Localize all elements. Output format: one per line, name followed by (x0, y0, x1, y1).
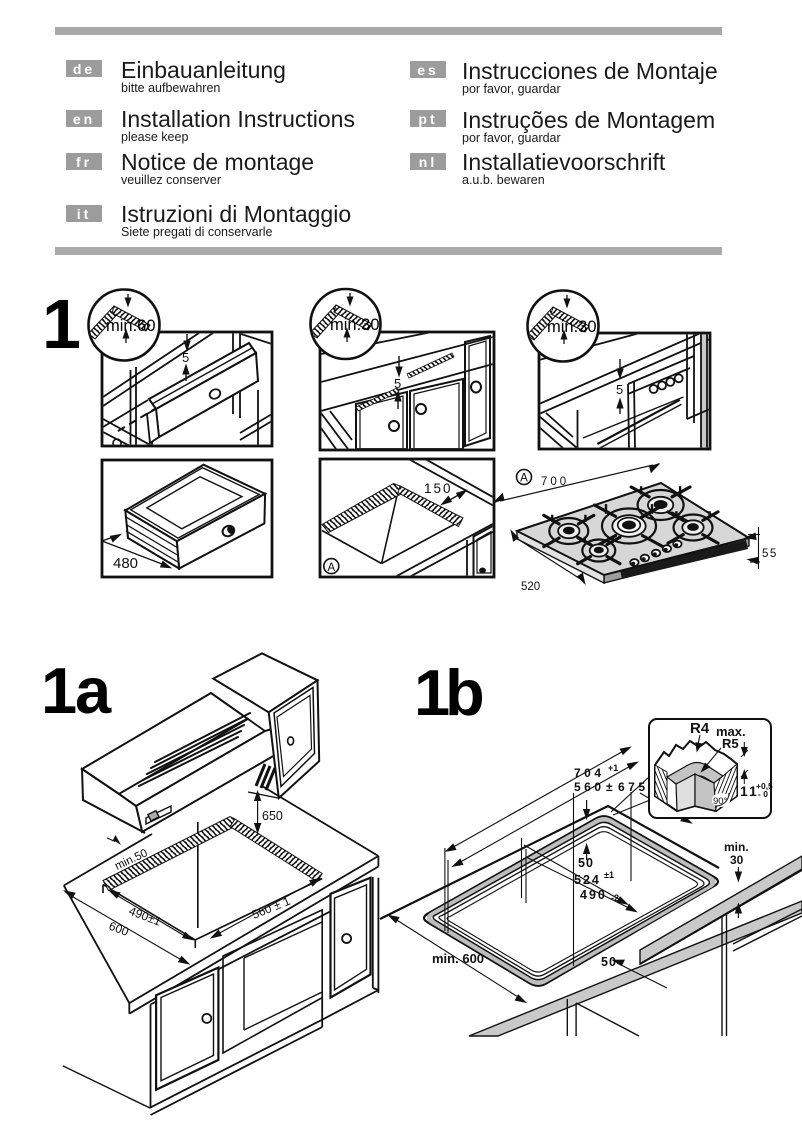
svg-text:it: it (77, 206, 92, 222)
svg-text:700: 700 (541, 476, 569, 488)
svg-text:Istruzioni di Montaggio: Istruzioni di Montaggio (121, 201, 351, 227)
svg-text:de: de (73, 61, 95, 77)
svg-text:90°: 90° (713, 796, 728, 807)
svg-text:30: 30 (730, 853, 744, 867)
svg-text:A: A (327, 562, 335, 574)
svg-text:524: 524 (574, 873, 601, 887)
svg-text:max.: max. (716, 724, 746, 739)
svg-text:Instruções de Montagem: Instruções de Montagem (462, 107, 715, 133)
svg-text:50: 50 (578, 856, 594, 870)
svg-text:1: 1 (42, 285, 81, 363)
svg-text:Siete pregati di conservarle: Siete pregati di conservarle (121, 225, 273, 239)
svg-text:R5: R5 (722, 736, 739, 751)
svg-text:es: es (417, 62, 439, 78)
svg-text:1b: 1b (414, 656, 485, 729)
svg-text:A: A (520, 473, 528, 485)
svg-text:5: 5 (182, 350, 189, 365)
svg-text:11: 11 (740, 783, 759, 799)
svg-text:480: 480 (113, 555, 138, 572)
svg-text:por favor, guardar: por favor, guardar (462, 131, 561, 145)
svg-text:min. 600: min. 600 (432, 951, 484, 966)
svg-text:R4: R4 (690, 720, 710, 737)
svg-text:55: 55 (762, 548, 778, 560)
svg-text:600: 600 (107, 919, 131, 939)
svg-text:490: 490 (580, 888, 607, 902)
svg-text:min.: min. (724, 840, 749, 854)
svg-text:min.30: min.30 (547, 318, 597, 336)
svg-text:1a: 1a (41, 654, 112, 727)
svg-text:pt: pt (418, 111, 437, 127)
svg-text:5: 5 (616, 382, 623, 397)
svg-text:en: en (73, 111, 95, 127)
svg-text:650: 650 (262, 809, 283, 823)
svg-text:+1: +1 (608, 763, 618, 773)
svg-text:a.u.b. bewaren: a.u.b. bewaren (462, 173, 545, 187)
svg-text:±1: ±1 (604, 870, 614, 880)
svg-text:nl: nl (419, 154, 437, 170)
svg-text:por favor, guardar: por favor, guardar (462, 82, 561, 96)
svg-text:-2: -2 (611, 893, 619, 903)
svg-text:560: 560 (574, 780, 605, 794)
svg-text:Installation Instructions: Installation Instructions (121, 106, 355, 132)
svg-text:bitte aufbewahren: bitte aufbewahren (121, 81, 220, 95)
svg-text:150: 150 (424, 481, 453, 496)
svg-text:Einbauanleitung: Einbauanleitung (121, 57, 286, 83)
svg-text:5: 5 (394, 376, 401, 391)
svg-text:Notice de montage: Notice de montage (121, 149, 314, 175)
svg-text:fr: fr (76, 154, 92, 170)
svg-text:704: 704 (574, 766, 605, 780)
svg-text:min.30: min.30 (330, 316, 380, 334)
svg-text:- 0: - 0 (758, 789, 768, 799)
svg-text:Installatievoorschrift: Installatievoorschrift (462, 149, 666, 175)
svg-text:±: ± (606, 780, 613, 794)
svg-text:please keep: please keep (121, 130, 188, 144)
svg-text:Instrucciones de Montaje: Instrucciones de Montaje (462, 58, 718, 84)
svg-text:675: 675 (618, 780, 649, 794)
svg-text:520: 520 (521, 581, 540, 593)
svg-text:min.60: min.60 (106, 317, 156, 335)
svg-text:veuillez conserver: veuillez conserver (121, 173, 221, 187)
svg-text:50: 50 (601, 955, 617, 969)
svg-text:560 ± 1: 560 ± 1 (250, 894, 293, 922)
svg-text:+0,5: +0,5 (756, 781, 773, 791)
svg-text:490±1: 490±1 (127, 904, 163, 929)
